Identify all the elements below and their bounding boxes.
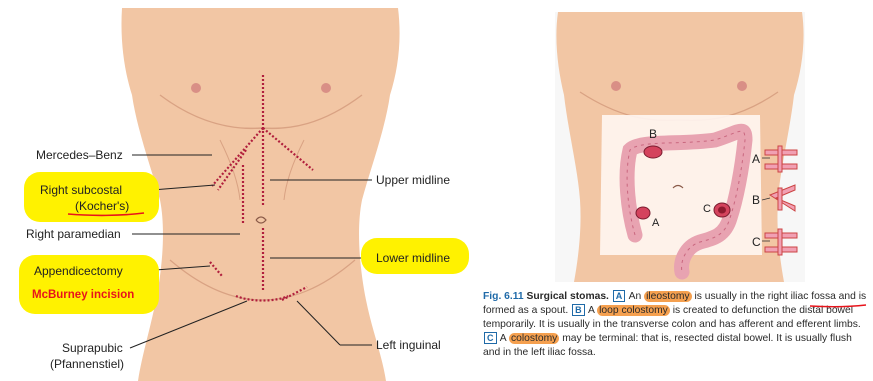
label-right-subcostal: Right subcostal — [40, 183, 122, 197]
red-underline-kochers — [66, 210, 146, 218]
side-diagram-c: C — [752, 235, 761, 249]
label-right-paramedian: Right paramedian — [26, 227, 121, 241]
side-diagram-b: B — [752, 193, 760, 207]
label-upper-midline: Upper midline — [376, 173, 450, 187]
side-diagram-a: A — [752, 152, 760, 166]
caption-fig-number: Fig. 6.11 — [483, 291, 524, 302]
caption-box-a: A — [613, 290, 626, 302]
stoma-illustration — [540, 0, 873, 290]
caption-box-c: C — [484, 332, 497, 344]
caption-ileostomy: ileostomy — [644, 291, 692, 302]
caption-box-b: B — [572, 304, 585, 316]
figure-caption: Fig. 6.11 Surgical stomas. A An ileostom… — [483, 290, 868, 360]
label-mcburney-incision: McBurney incision — [32, 288, 134, 302]
label-mercedes-benz: Mercedes–Benz — [36, 148, 123, 162]
stoma-marker-a: A — [652, 217, 659, 229]
label-suprapubic: Suprapubic — [62, 341, 123, 355]
caption-an: An — [629, 291, 642, 302]
stoma-marker-c: C — [703, 203, 711, 215]
caption-title: Surgical stomas. — [527, 291, 609, 302]
caption-colostomy: colostomy — [509, 333, 559, 344]
caption-a1: A — [588, 305, 594, 316]
label-pfannenstiel: (Pfannenstiel) — [50, 357, 124, 371]
label-left-inguinal: Left inguinal — [376, 338, 441, 352]
stoma-marker-b: B — [649, 127, 657, 141]
caption-a2: A — [500, 333, 506, 344]
red-underline-right-iliac — [808, 303, 868, 309]
label-appendicectomy: Appendicectomy — [34, 264, 123, 278]
caption-loop-colostomy: loop colostomy — [597, 305, 670, 316]
label-lower-midline: Lower midline — [376, 251, 450, 265]
